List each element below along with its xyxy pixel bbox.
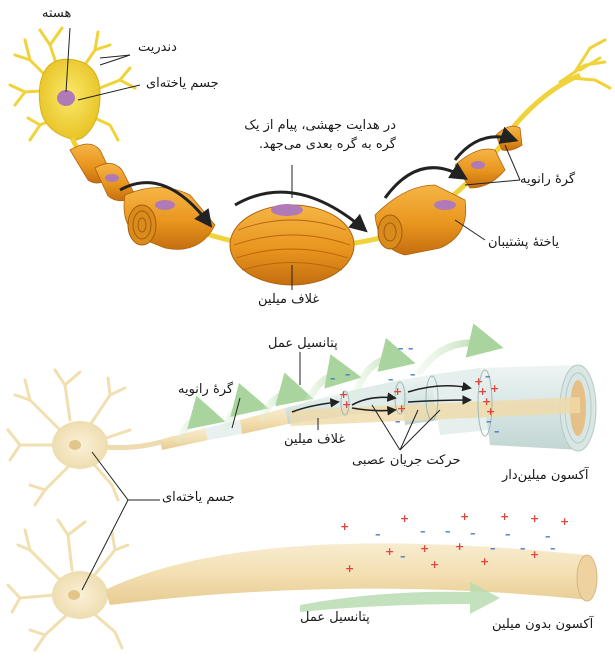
svg-text:–: – <box>345 368 351 381</box>
nucleus-shape <box>57 90 75 106</box>
label-cell-body-top: جسم یاخته‌ای <box>146 76 219 92</box>
label-nucleus: هسته <box>42 6 71 22</box>
svg-text:–: – <box>375 528 381 541</box>
svg-text:–: – <box>400 550 406 563</box>
svg-text:–: – <box>410 368 416 381</box>
svg-text:–: – <box>395 415 401 428</box>
label-myelin-sheath-top: غلاف میلین <box>258 292 319 308</box>
cell-body-leader-lines <box>82 452 160 590</box>
svg-text:–: – <box>388 373 394 386</box>
label-myelinated-axon: آکسون میلین‌دار <box>502 468 588 484</box>
label-action-potential-bottom: پتانسیل عمل <box>300 610 370 626</box>
svg-text:–: – <box>520 542 526 555</box>
svg-text:+: + <box>530 548 539 561</box>
svg-text:–: – <box>490 542 496 555</box>
label-cell-body-bottom: جسم یاخته‌ای <box>162 490 235 506</box>
svg-text:–: – <box>408 342 414 355</box>
label-saltatory-line2: گره به گره بعدی می‌جهد. <box>196 137 396 153</box>
svg-text:+: + <box>530 512 539 525</box>
label-node-of-ranvier-bottom: گرهٔ رانویه <box>178 382 233 398</box>
svg-text:–: – <box>494 425 500 438</box>
label-node-of-ranvier-top: گرهٔ رانویه <box>520 172 575 188</box>
svg-text:–: – <box>330 372 336 385</box>
svg-text:–: – <box>470 527 476 540</box>
svg-text:+: + <box>340 520 349 533</box>
svg-text:+: + <box>345 562 354 575</box>
svg-text:+: + <box>393 385 402 398</box>
svg-text:–: – <box>445 525 451 538</box>
svg-text:+: + <box>460 510 469 523</box>
svg-text:–: – <box>485 370 491 383</box>
svg-text:+: + <box>430 558 439 571</box>
svg-text:–: – <box>550 542 556 555</box>
svg-text:+: + <box>342 398 351 411</box>
label-action-potential-top: پتانسیل عمل <box>268 336 338 352</box>
label-nerve-current: حرکت جریان عصبی <box>352 453 461 469</box>
svg-text:+: + <box>474 375 483 388</box>
label-schwann-cell: یاختهٔ پشتیبان <box>488 235 559 251</box>
pale-myelin-segments <box>160 365 596 451</box>
svg-text:+: + <box>400 512 409 525</box>
svg-text:–: – <box>486 415 492 428</box>
svg-text:+: + <box>385 545 394 558</box>
svg-text:+: + <box>500 510 509 523</box>
svg-text:+: + <box>490 382 499 395</box>
svg-text:+: + <box>480 555 489 568</box>
svg-text:+: + <box>455 540 464 553</box>
label-saltatory-line1: در هدایت جهشی، پیام از یک <box>196 118 396 134</box>
svg-text:+: + <box>420 542 429 555</box>
svg-text:–: – <box>420 525 426 538</box>
svg-text:–: – <box>398 342 404 355</box>
label-myelin-sheath-bottom: غلاف میلین <box>284 432 345 448</box>
svg-text:+: + <box>560 515 569 528</box>
svg-text:–: – <box>505 528 511 541</box>
myelin-segment-3 <box>124 188 215 250</box>
svg-text:+: + <box>397 402 406 415</box>
label-dendrite: دندریت <box>138 40 177 56</box>
label-unmyelinated-axon: آکسون بدون میلین <box>492 617 593 633</box>
